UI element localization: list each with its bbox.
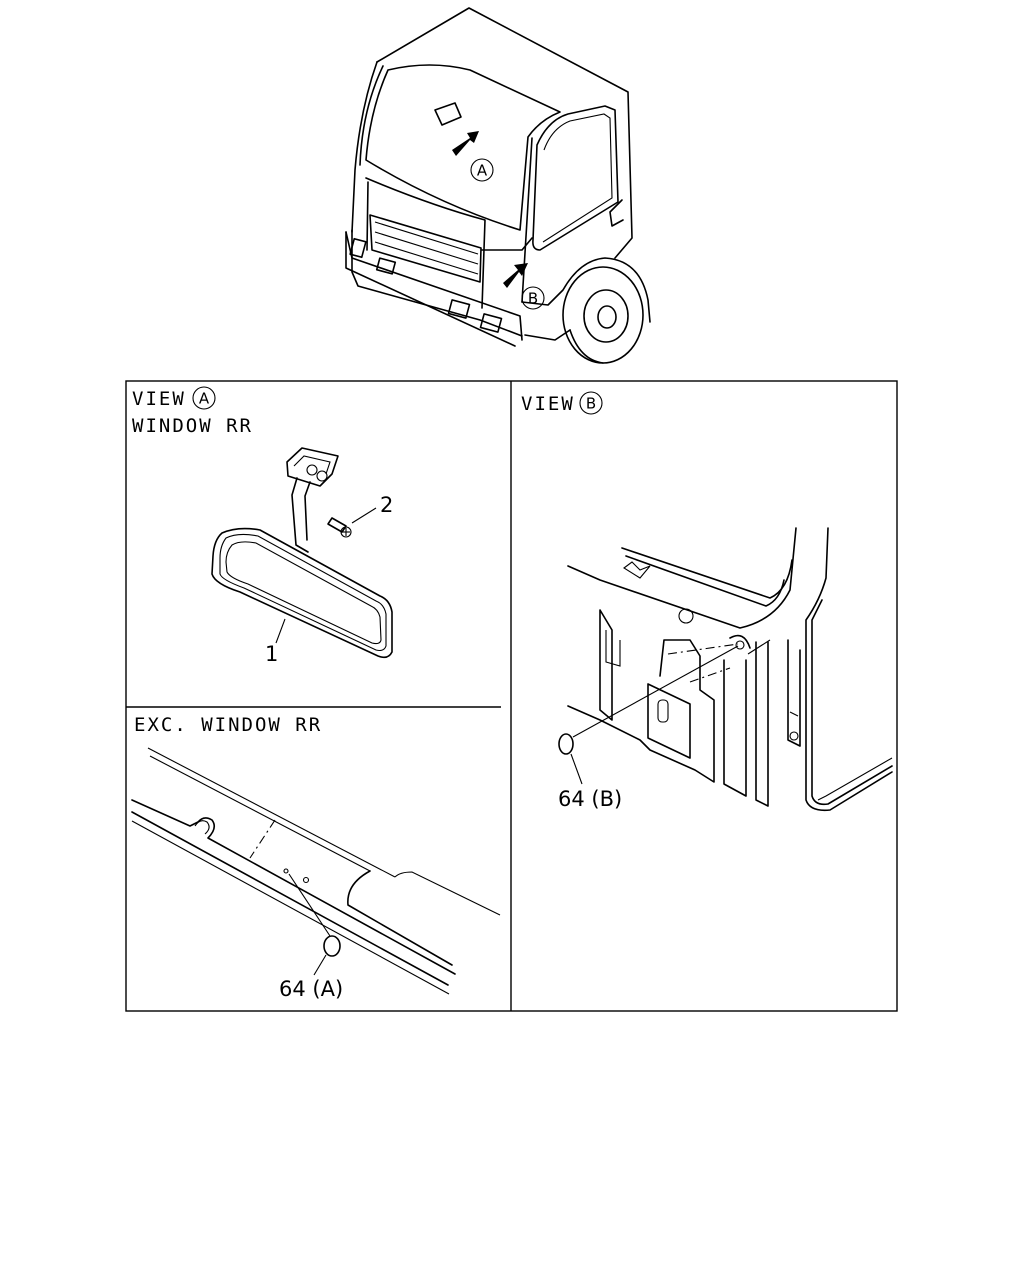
panel-exc-window-rr: EXC. WINDOW RR 64 (A): [131, 714, 501, 1001]
svg-text:B: B: [528, 290, 538, 308]
plug-64a-icon: [323, 935, 341, 957]
callout-64b: 64 (B): [558, 787, 622, 811]
callout-2: 2: [380, 493, 393, 517]
view-a-subtitle: WINDOW RR: [132, 415, 253, 437]
svg-text:A: A: [477, 162, 488, 180]
plug-64b-icon: [558, 733, 574, 755]
arrow-a-icon: [452, 131, 479, 156]
panel-view-b: VIEW B 64 (B): [521, 391, 893, 812]
screw-icon: [327, 517, 352, 538]
truck-marker-a: A: [470, 158, 494, 182]
truck-cab-illustration: A B: [345, 7, 651, 364]
arrow-b-icon: [503, 263, 528, 288]
truck-marker-b: B: [521, 286, 545, 310]
view-b-word: VIEW: [521, 393, 575, 415]
mirror-bracket: [286, 447, 339, 487]
detail-frame: [125, 380, 898, 1012]
callout-1: 1: [265, 642, 278, 666]
view-b-letter: B: [586, 395, 596, 413]
exc-subtitle: EXC. WINDOW RR: [134, 714, 322, 736]
view-a-word: VIEW: [132, 388, 186, 410]
view-b-circle: [579, 391, 603, 415]
rearview-mirror: [211, 527, 393, 659]
view-a-letter: A: [199, 390, 210, 408]
view-a-circle: [192, 386, 216, 410]
panel-view-a: VIEW A WINDOW RR 2 1: [132, 386, 393, 666]
callout-64a: 64 (A): [279, 977, 343, 1001]
